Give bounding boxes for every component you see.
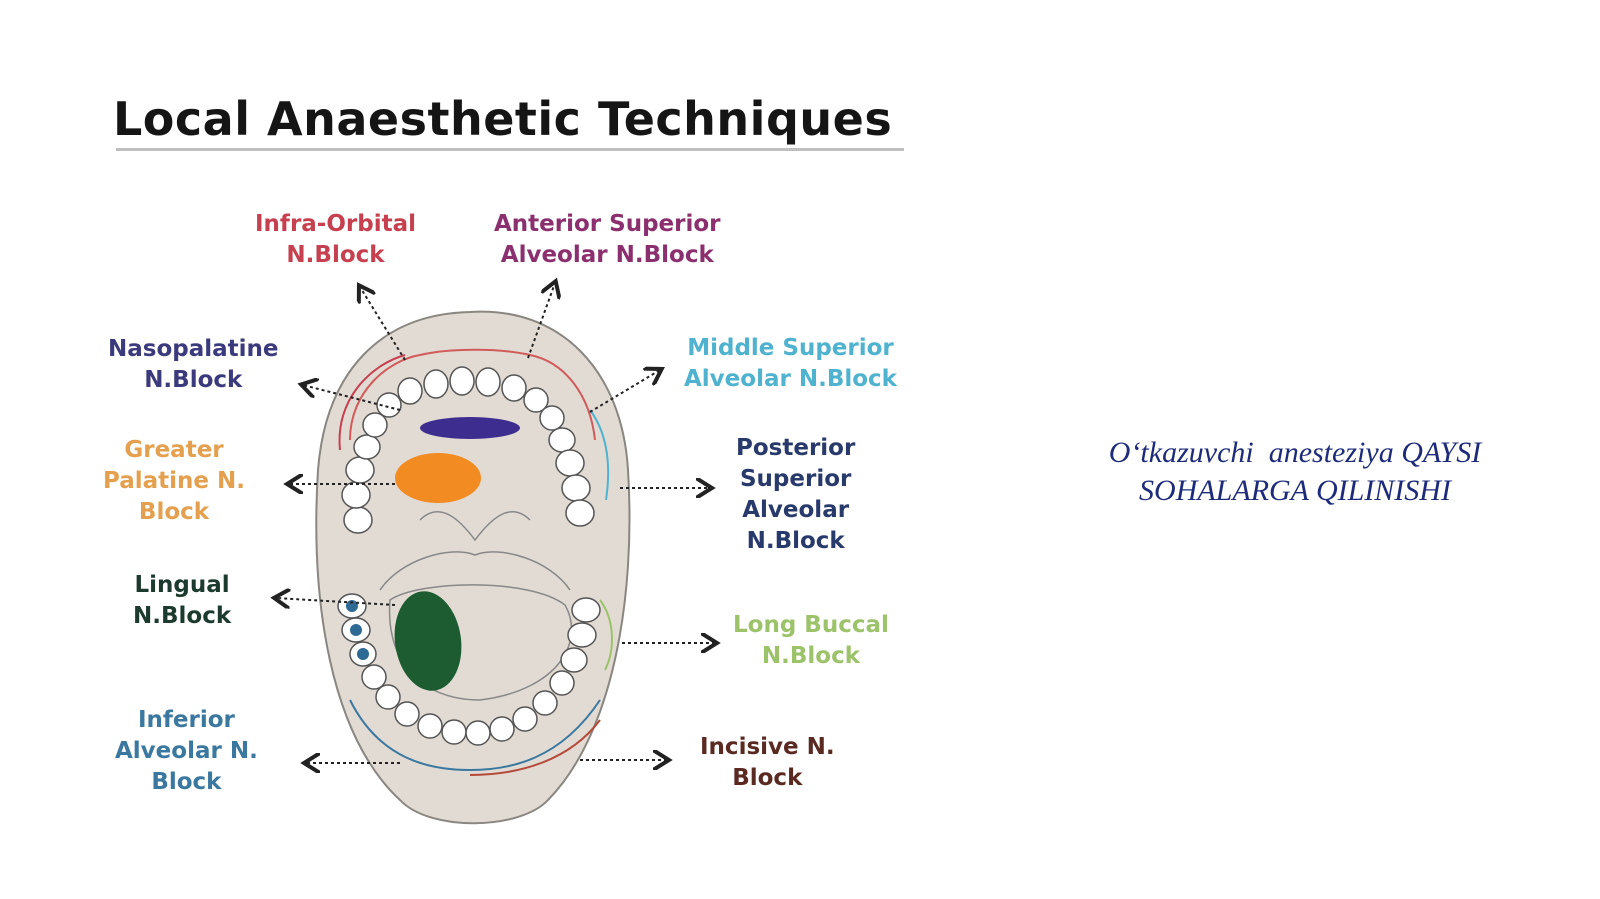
label-incisive: Incisive N. Block (700, 732, 835, 794)
title-underline (116, 148, 904, 151)
label-line: N.Block (286, 242, 385, 268)
page-title: Local Anaesthetic Techniques (113, 92, 893, 146)
label-line: Block (151, 769, 222, 795)
label-line: Posterior (736, 435, 856, 461)
side-note: O‘tkazuvchi anesteziya QAYSI SOHALARGA Q… (1040, 434, 1550, 510)
label-line: N.Block (144, 367, 243, 393)
label-nasopalatine: Nasopalatine N.Block (108, 334, 279, 396)
label-line: Infra-Orbital (255, 211, 416, 237)
label-line: Greater (124, 437, 224, 463)
label-line: Block (138, 499, 210, 525)
label-line: N.Block (761, 643, 861, 669)
leader-arrows (276, 283, 715, 763)
label-line: Middle Superior (687, 335, 894, 361)
label-lingual: Lingual N.Block (133, 570, 231, 632)
label-line: Inferior (137, 707, 235, 733)
lower-teeth (337, 593, 601, 746)
label-line: Palatine N. (103, 468, 246, 494)
label-infra-orbital: Infra-Orbital N.Block (255, 209, 416, 271)
label-line: N.Block (133, 603, 232, 629)
upper-teeth (341, 366, 595, 534)
side-note-line-2: SOHALARGA QILINISHI (1139, 474, 1451, 507)
label-line: Incisive N. (700, 734, 835, 760)
label-line: Lingual (134, 572, 230, 598)
label-anterior-superior: Anterior Superior Alveolar N.Block (494, 209, 721, 271)
label-posterior-superior: Posterior Superior Alveolar N.Block (736, 433, 855, 557)
label-line: Nasopalatine (108, 336, 279, 362)
label-line: N.Block (746, 528, 845, 554)
greater-palatine-spot (395, 453, 481, 503)
label-line: Alveolar N.Block (500, 242, 714, 268)
label-line: Anterior Superior (494, 211, 721, 237)
label-line: Block (732, 765, 803, 791)
label-greater-palatine: Greater Palatine N. Block (103, 435, 245, 528)
lingual-spot (394, 591, 462, 691)
nasopalatine-spot (420, 417, 520, 439)
label-line: Superior (739, 466, 852, 492)
label-line: Alveolar (742, 497, 850, 523)
label-long-buccal: Long Buccal N.Block (733, 610, 889, 672)
label-line: Alveolar N. (115, 738, 258, 764)
label-line: Alveolar N.Block (684, 366, 897, 392)
label-middle-superior: Middle Superior Alveolar N.Block (684, 333, 897, 395)
side-note-line-1: O‘tkazuvchi anesteziya QAYSI (1108, 436, 1482, 469)
label-inferior-alveolar: Inferior Alveolar N. Block (115, 705, 258, 798)
label-line: Long Buccal (733, 612, 889, 638)
